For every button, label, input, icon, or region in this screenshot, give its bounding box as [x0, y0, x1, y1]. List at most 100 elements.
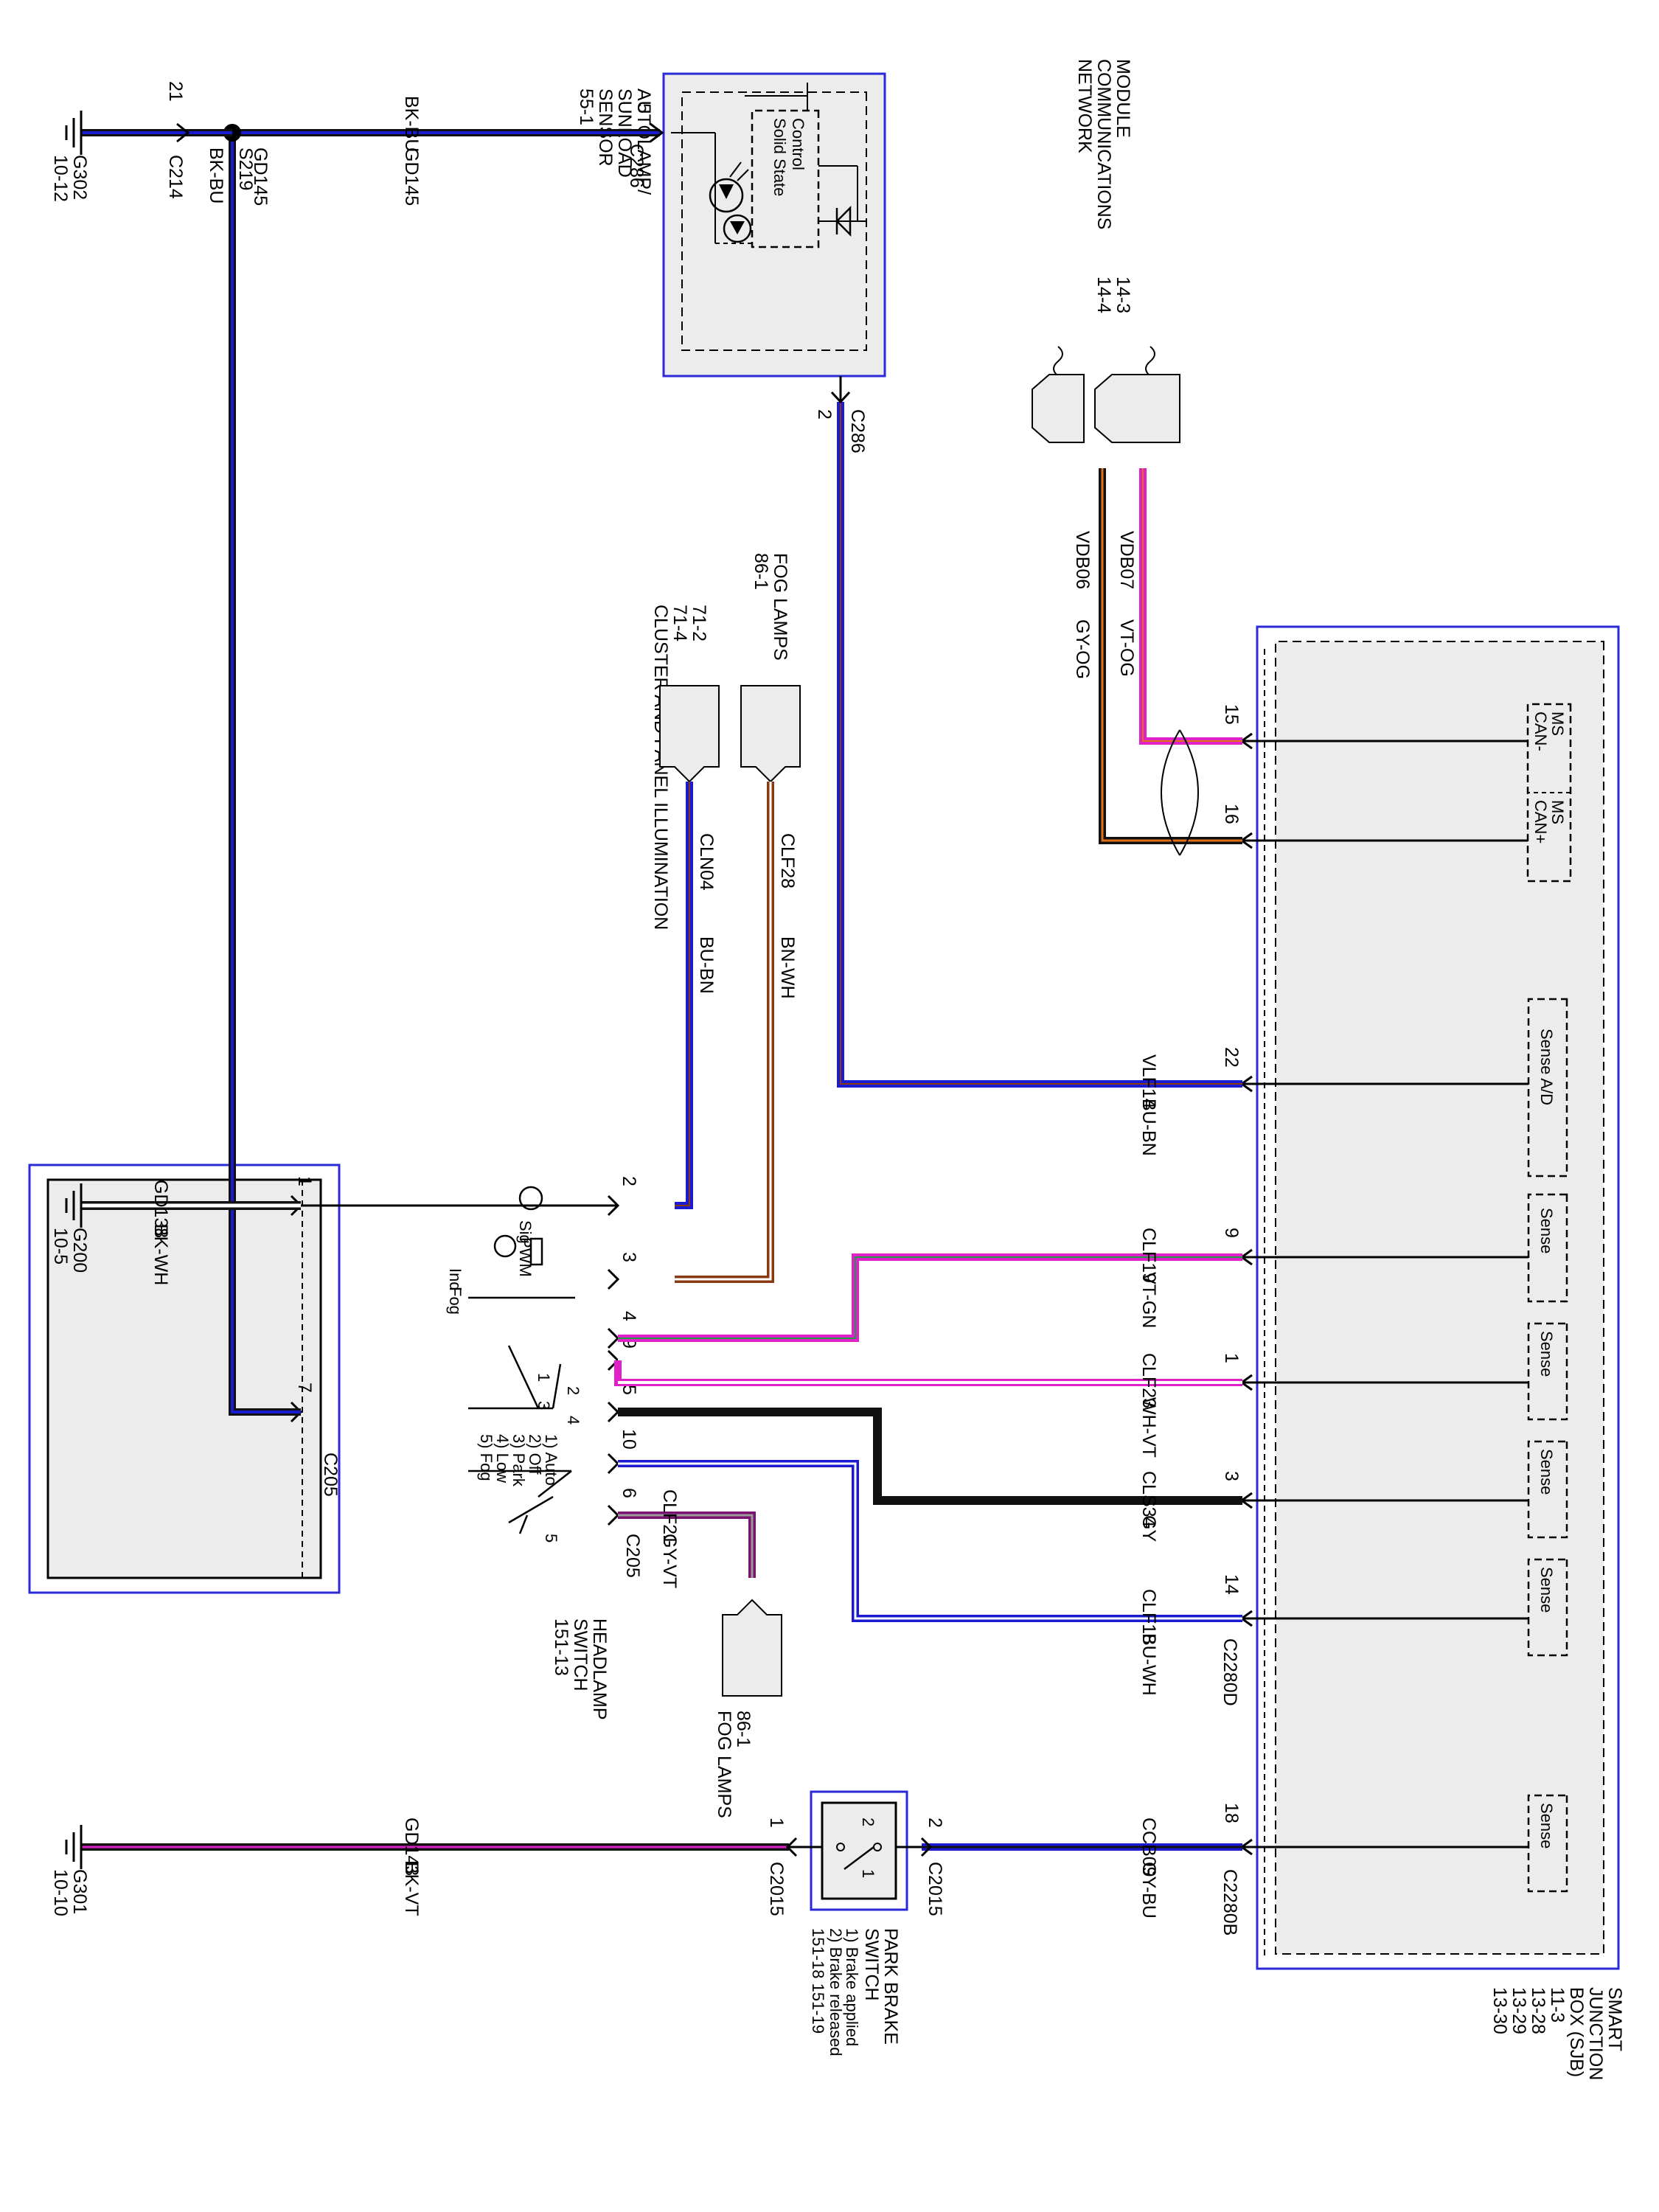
wire-clf23: CLF23 WH-VT [614, 1353, 1242, 1458]
position-fog: 5) Fog [477, 1434, 495, 1481]
clf21-color: GY-VT [659, 1534, 680, 1588]
c205-pin-10: 10 [619, 1429, 639, 1450]
sjb-ref-1: 11-3 [1547, 1987, 1568, 2023]
pb-refs: 151-18 151-19 [809, 1928, 827, 2034]
ind-label-1: Ind [446, 1268, 465, 1291]
headlamp-ref: 151-13 [551, 1618, 571, 1676]
contact-5: 5 [542, 1534, 560, 1543]
sense-label-18: Sense [1537, 1803, 1556, 1848]
sjb-label: SMART JUNCTION BOX (SJB) 11-3 13-28 13-2… [1489, 1987, 1625, 2080]
fog-bottom-ref: 86-1 [733, 1711, 754, 1747]
connector-c2015-left: C2015 [766, 1862, 787, 1916]
sense-label-3: Sense [1537, 1449, 1556, 1495]
pb-contact-1: 1 [859, 1869, 877, 1878]
sense-box-14 [1527, 1558, 1568, 1657]
c214-pin: 21 [165, 81, 186, 102]
wire-clf18: CLF18 BU-WH [618, 1460, 1242, 1696]
sjb-pin-15: 15 [1221, 704, 1242, 725]
ms-can-plus-2: CAN+ [1531, 800, 1550, 844]
ground-g200-ref: 10-5 [50, 1228, 71, 1265]
mcn-name-1: MODULE [1113, 59, 1133, 138]
connector-c286-bottom: C286 [847, 409, 868, 453]
sjb-pin-18: 18 [1221, 1803, 1242, 1823]
position-low: 4) Low [493, 1434, 512, 1483]
fog-top-name: FOG LAMPS [770, 553, 790, 661]
clf18-circuit: CLF18 [1138, 1589, 1159, 1644]
vlf14-circuit: VLF14 [1138, 1054, 1159, 1109]
fog-lamps-top: FOG LAMPS 86-1 [740, 553, 801, 783]
gd138-circuit: GD138 [150, 1180, 171, 1238]
connector-c205-left: C205 [320, 1453, 341, 1497]
c205-pin-1: 1 [294, 1176, 315, 1186]
diode-icon [835, 205, 852, 237]
gd145-top-color: BK-BU [401, 96, 422, 152]
wire-vdb07: VDB07 VT-OG [1116, 468, 1242, 745]
headlamp-name-2: SWITCH [570, 1618, 591, 1691]
clf23-circuit: CLF23 [1138, 1353, 1159, 1408]
wire-clf21: CLF21 GY-VT [618, 1489, 756, 1588]
sjb-pin-3: 3 [1221, 1471, 1242, 1481]
resistor-icon [529, 1237, 543, 1266]
sjb-pin-22: 22 [1221, 1047, 1242, 1068]
sense-box-1 [1527, 1322, 1568, 1421]
autolamp-inner-2: Solid State [771, 118, 789, 196]
gd145-bus-color: BK-BU [206, 147, 226, 204]
sense-ad-label: Sense A/D [1537, 1029, 1556, 1105]
gd145-top-circuit: GD145 [401, 147, 422, 206]
ground-g301-name: G301 [69, 1869, 90, 1914]
wire-gd145-bus: GD145 BK-BU S219 [206, 124, 301, 1416]
wire-vlf14: 2 C286 VLF14 BU-BN [814, 376, 1242, 1156]
sjb-ref-3: 13-29 [1509, 1987, 1529, 2034]
sense-ad-box [1527, 998, 1568, 1178]
clf28-color: BN-WH [777, 936, 798, 999]
clf19-color: VT-GN [1138, 1272, 1159, 1328]
clf18-color: BU-WH [1138, 1633, 1159, 1696]
gd143-color: BK-VT [401, 1862, 422, 1916]
mcn-connector-gyog [1094, 374, 1180, 443]
c205-pin-4: 4 [619, 1311, 639, 1321]
ground-g301-ref: 10-10 [50, 1869, 71, 1916]
c286-pin-2: 2 [814, 409, 835, 420]
cluster-ref-2: 71-4 [669, 605, 690, 641]
mcn-name-2: COMMUNICATIONS [1093, 59, 1114, 229]
sjb-name-1: SMART [1604, 1987, 1625, 2051]
wire-cls34: CLS34 GY [618, 1408, 1242, 1542]
clf19-circuit: CLF19 [1138, 1228, 1159, 1283]
ground-g200-name: G200 [69, 1228, 90, 1273]
connector-c2015-right: C2015 [925, 1862, 945, 1916]
position-auto: 1) Auto [542, 1434, 560, 1486]
wire-ccb09: 2 C2015 CCB09 GY-BU [896, 1818, 1242, 1919]
wire-vdb06: VDB06 GY-OG [1072, 468, 1242, 844]
autolamp-inner-1: Control [789, 118, 807, 170]
vlf14-color: BU-BN [1138, 1099, 1159, 1156]
pb-pin-2: 2 [925, 1818, 945, 1828]
sense-box-3 [1527, 1440, 1568, 1539]
pb-contact-2: 2 [859, 1818, 877, 1826]
fog-top-ref: 86-1 [751, 553, 771, 590]
wire-clf28: CLF28 BN-WH [675, 782, 798, 1283]
sjb-pin-14: 14 [1221, 1574, 1242, 1595]
pb-name-1: PARK BRAKE [880, 1928, 901, 2045]
fog-lamps-bottom: 86-1 FOG LAMPS [714, 1599, 782, 1818]
ms-can-plus-1: MS [1548, 800, 1567, 824]
photodiode-2-icon [723, 214, 752, 243]
vdb07-color: VT-OG [1116, 619, 1137, 677]
c205-pin-7: 7 [294, 1382, 315, 1393]
headlamp-name-1: HEADLAMP [589, 1618, 610, 1720]
mcn-name-3: NETWORK [1074, 59, 1095, 153]
mcn-connector-vtog [1032, 374, 1085, 443]
ground-g302: 21 C214 G302 10-12 [50, 81, 232, 202]
pwm-icon [518, 1186, 543, 1211]
connector-c214: C214 [165, 155, 186, 199]
position-off: 2) Off [526, 1434, 544, 1475]
clf21-circuit: CLF21 [659, 1489, 680, 1545]
ms-can-minus-2: CAN- [1531, 712, 1550, 751]
twisted-pair-icon [1161, 729, 1199, 856]
sense-label-9: Sense [1537, 1208, 1556, 1253]
headlamp-connector-c205: 2 3 4 9 5 10 6 1 7 C205 C205 [290, 1176, 643, 1578]
connector-c2280d: C2280D [1220, 1638, 1240, 1706]
sense-box-9 [1527, 1193, 1568, 1303]
sense-label-1: Sense [1537, 1331, 1556, 1377]
ms-can-minus-1: MS [1548, 712, 1567, 736]
